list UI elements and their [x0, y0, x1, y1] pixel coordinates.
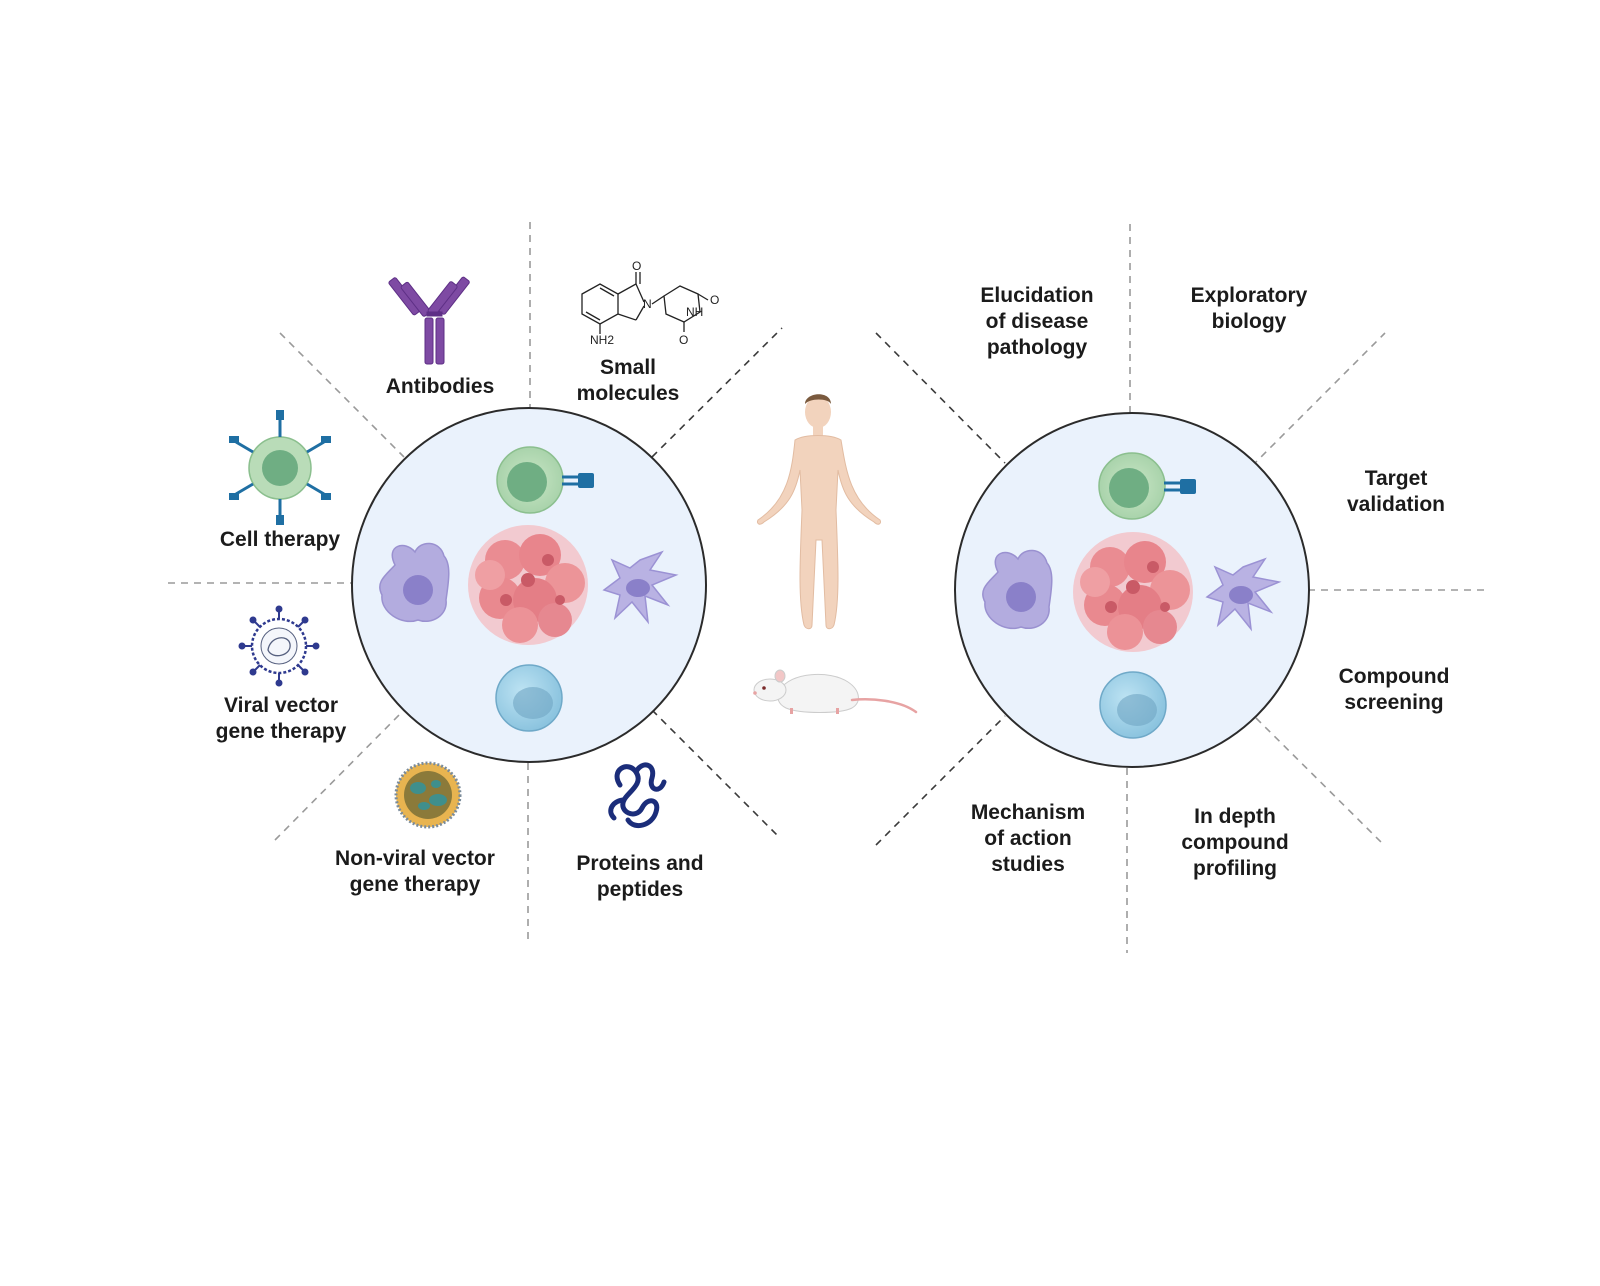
- macrophage: [379, 542, 450, 623]
- label-compound-screening: Compound screening: [1338, 665, 1450, 714]
- small-molecule-atom-labels: O N O NH O NH2: [590, 259, 719, 347]
- dendritic-cell: [1205, 557, 1282, 632]
- t-cell: [1098, 452, 1196, 520]
- b-cell: [495, 664, 563, 732]
- protein-icon: [608, 762, 667, 829]
- atom-oxo-bottom: O: [679, 333, 688, 347]
- label-proteins-peptides: Proteins and peptides: [576, 852, 704, 901]
- lipid-nanoparticle-icon: [394, 761, 462, 829]
- label-exploratory-biology: Exploratory biology: [1190, 284, 1308, 333]
- t-cell: [496, 446, 594, 514]
- label-small-molecules: Small molecules: [576, 356, 680, 405]
- atom-nitrogen: N: [643, 297, 652, 311]
- dendritic-cell: [602, 550, 679, 625]
- human-figure-icon: [757, 394, 881, 630]
- label-cell-therapy: Cell therapy: [219, 528, 341, 551]
- macrophage: [982, 549, 1053, 630]
- atom-oxo-top: O: [632, 259, 641, 273]
- antibody-icon: [388, 276, 470, 365]
- viral-vector-icon: [238, 605, 320, 687]
- left-tme-circle: [351, 407, 707, 763]
- tumor-mass: [1073, 532, 1193, 652]
- label-elucidation: Elucidation of disease pathology: [980, 284, 1094, 359]
- cell-therapy-icon: [229, 410, 331, 525]
- label-antibodies: Antibodies: [385, 375, 495, 398]
- label-mechanism-of-action: Mechanism of action studies: [970, 801, 1086, 876]
- right-dividers: [875, 224, 1490, 953]
- b-cell: [1099, 671, 1167, 739]
- mouse-icon: [753, 669, 918, 714]
- right-tme-circle: [954, 412, 1310, 768]
- left-dividers: [168, 222, 783, 945]
- label-target-validation: Target validation: [1346, 467, 1446, 516]
- atom-imide: NH: [686, 305, 703, 319]
- atom-oxo-right: O: [710, 293, 719, 307]
- tumor-mass: [468, 525, 588, 645]
- label-in-depth-profiling: In depth compound profiling: [1181, 805, 1289, 880]
- label-viral-vector: Viral vector gene therapy: [215, 694, 347, 743]
- label-non-viral-vector: Non-viral vector gene therapy: [335, 847, 495, 896]
- atom-amine: NH2: [590, 333, 614, 347]
- small-molecule-icon: [581, 272, 709, 334]
